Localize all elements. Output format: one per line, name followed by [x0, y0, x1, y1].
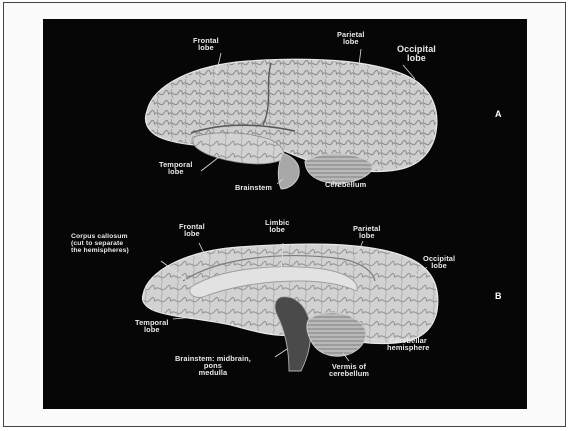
label-a-occipital-lobe: Occipital lobe	[397, 45, 436, 63]
label-b-vermis: Vermis of cerebellum	[329, 363, 369, 377]
label-b-parietal-lobe: Parietal lobe	[353, 225, 381, 239]
label-a-temporal-lobe: Temporal lobe	[159, 161, 193, 175]
label-b-limbic-lobe: Limbic lobe	[265, 219, 289, 233]
label-b-corpus-callosum: Corpus callosum (cut to separate the hem…	[71, 233, 129, 254]
brainstem-lateral	[278, 153, 299, 189]
brain-illustration	[43, 19, 527, 409]
label-b-frontal-lobe: Frontal lobe	[179, 223, 205, 237]
label-a-brainstem: Brainstem	[235, 184, 272, 191]
panel-letter-a: A	[495, 109, 502, 119]
label-b-brainstem: Brainstem: midbrain, pons medulla	[175, 355, 251, 376]
label-a-cerebellum: Cerebellum	[325, 181, 366, 188]
label-a-frontal-lobe: Frontal lobe	[193, 37, 219, 51]
figure-panel: Frontal lobe Parietal lobe Occipital lob…	[43, 19, 527, 409]
label-b-cerebellar-hemisphere: Cerebellar hemisphere	[387, 337, 430, 351]
panel-letter-b: B	[495, 291, 502, 301]
label-a-parietal-lobe: Parietal lobe	[337, 31, 365, 45]
label-b-temporal-lobe: Temporal lobe	[135, 319, 169, 333]
cerebrum-lateral	[146, 59, 437, 171]
label-b-occipital-lobe: Occipital lobe	[423, 255, 455, 269]
cerebellum-lateral	[305, 154, 372, 184]
